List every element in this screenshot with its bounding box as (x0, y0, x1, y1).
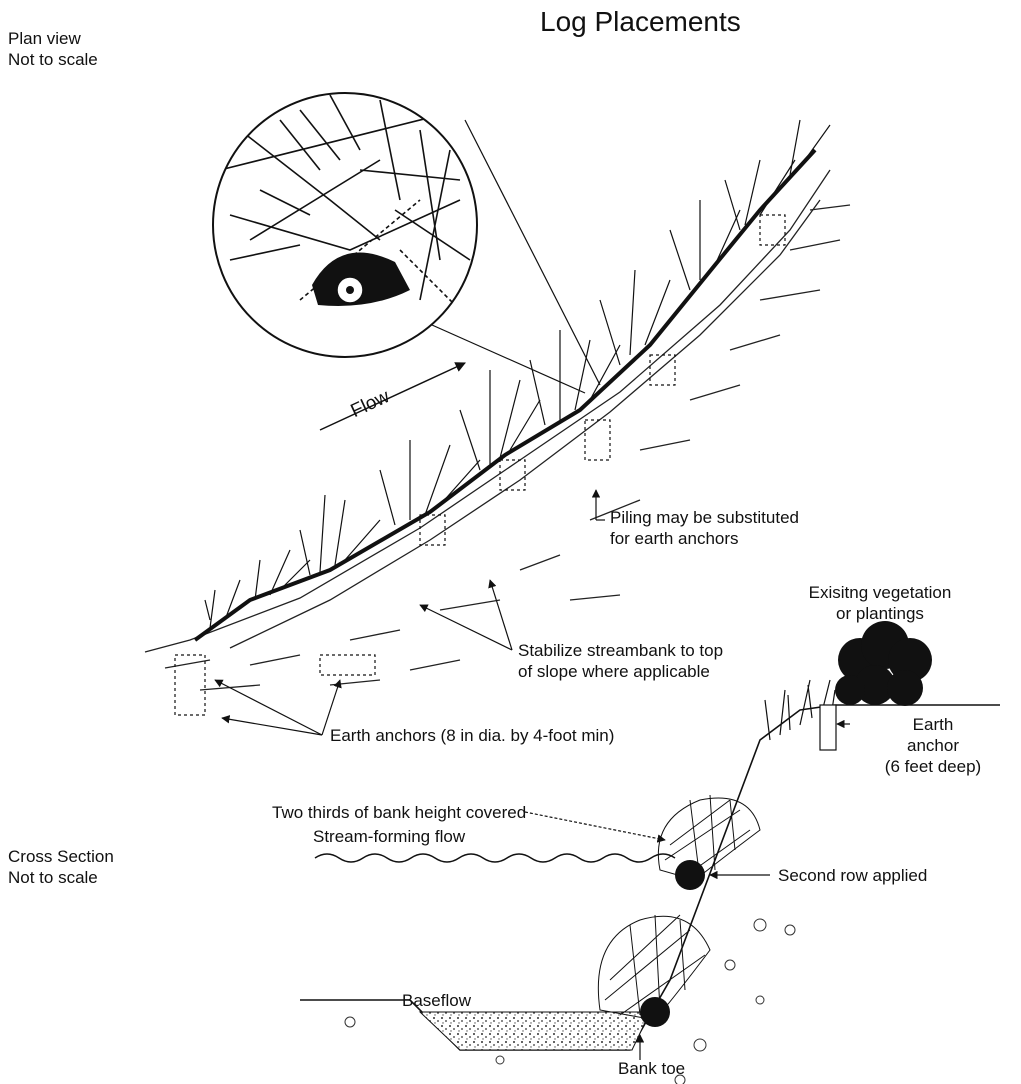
stream-forming-flow-label: Stream-forming flow (313, 826, 465, 847)
bank-toe-label: Bank toe (618, 1058, 685, 1079)
plan-view-heading: Plan view (8, 28, 81, 49)
magnified-detail (213, 93, 600, 393)
stream-flow-wave (315, 854, 675, 862)
earth-anchor-line2: anchor (868, 735, 998, 756)
earth-anchor-post (820, 705, 836, 750)
earth-anchor-line1: Earth (868, 714, 998, 735)
first-row-log (640, 997, 670, 1027)
cross-section-heading: Cross Section (8, 846, 114, 867)
baseflow-gravel (420, 1012, 650, 1050)
existing-vegetation-line2: or plantings (775, 603, 985, 624)
flow-arrow (320, 363, 465, 430)
cross-section-scale-note: Not to scale (8, 867, 98, 888)
two-thirds-label: Two thirds of bank height covered (272, 802, 526, 823)
vegetation-bush (835, 621, 932, 706)
chart-title: Log Placements (540, 6, 741, 38)
existing-vegetation-line1: Exisitng vegetation (775, 582, 985, 603)
earth-anchors-label: Earth anchors (8 in dia. by 4-foot min) (330, 725, 614, 746)
cross-section-group (300, 621, 1000, 1084)
baseflow-label: Baseflow (402, 990, 471, 1011)
stabilize-note-line2: of slope where applicable (518, 661, 710, 682)
plan-view-group (145, 93, 850, 735)
stabilize-note-line1: Stabilize streambank to top (518, 640, 723, 661)
piling-note-line1: Piling may be substituted (610, 507, 799, 528)
piling-note-line2: for earth anchors (610, 528, 739, 549)
brush-bundles (598, 795, 760, 1020)
second-row-label: Second row applied (778, 865, 927, 886)
second-row-log (675, 860, 705, 890)
earth-anchor-line3: (6 feet deep) (868, 756, 998, 777)
plan-view-scale-note: Not to scale (8, 49, 98, 70)
